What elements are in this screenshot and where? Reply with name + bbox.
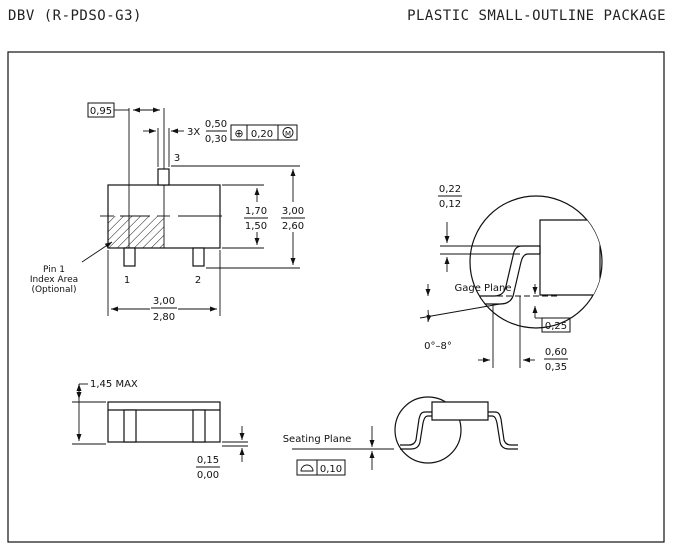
body-length-max: 3,00 bbox=[153, 296, 175, 307]
lead-1 bbox=[123, 247, 136, 267]
body-width-max: 1,70 bbox=[245, 206, 267, 217]
pin1-note-line3: (Optional) bbox=[31, 285, 76, 295]
lead-thickness-min: 0,12 bbox=[439, 199, 461, 210]
lead-detail-view bbox=[419, 195, 603, 368]
pin1-note-line1: Pin 1 bbox=[43, 265, 65, 275]
height-max: 1,45 MAX bbox=[90, 379, 138, 390]
total-width-min: 2,60 bbox=[282, 221, 304, 232]
side-body bbox=[107, 401, 221, 443]
pin1-index-area bbox=[108, 216, 164, 248]
lead-count-prefix: 3X bbox=[187, 127, 200, 138]
gage-plane-label: Gage Plane bbox=[455, 283, 512, 294]
coplanarity-value: 0,10 bbox=[320, 464, 342, 475]
foot-length-max: 0,60 bbox=[545, 347, 567, 358]
pin1-note-line2: Index Area bbox=[30, 275, 78, 285]
standoff-min: 0,00 bbox=[197, 470, 219, 481]
side-view bbox=[72, 383, 248, 462]
mmc-icon bbox=[282, 127, 294, 138]
lead-2 bbox=[192, 247, 205, 267]
standoff-max: 0,15 bbox=[197, 455, 219, 466]
total-width-max: 3,00 bbox=[282, 206, 304, 217]
lead-thickness-max: 0,22 bbox=[439, 184, 461, 195]
drawing-frame bbox=[7, 51, 665, 543]
body-length-min: 2,80 bbox=[153, 312, 175, 323]
pin-2-label: 2 bbox=[195, 275, 201, 286]
coplanarity-icon bbox=[300, 464, 314, 472]
tolerance-symbol: ⊕ bbox=[234, 127, 243, 140]
lead-width-max: 0,50 bbox=[205, 119, 227, 130]
pitch-value: 0,95 bbox=[90, 106, 112, 117]
angle-range: 0°–8° bbox=[424, 341, 452, 352]
top-view bbox=[81, 102, 300, 316]
lead-width-min: 0,30 bbox=[205, 134, 227, 145]
body-width-min: 1,50 bbox=[245, 221, 267, 232]
tolerance-value: 0,20 bbox=[251, 129, 273, 140]
tolerance-modifier: M bbox=[285, 130, 291, 138]
seating-plane-view bbox=[292, 396, 518, 476]
pin-1-label: 1 bbox=[124, 275, 130, 286]
pin-3-label: 3 bbox=[174, 153, 180, 164]
package-code-title: DBV (R-PDSO-G3) bbox=[8, 8, 142, 24]
lead-3 bbox=[157, 168, 170, 186]
gage-plane-value: 0,25 bbox=[545, 321, 567, 332]
seating-plane-label: Seating Plane bbox=[283, 434, 352, 445]
foot-length-min: 0,35 bbox=[545, 362, 567, 373]
package-type-title: PLASTIC SMALL-OUTLINE PACKAGE bbox=[407, 8, 666, 24]
